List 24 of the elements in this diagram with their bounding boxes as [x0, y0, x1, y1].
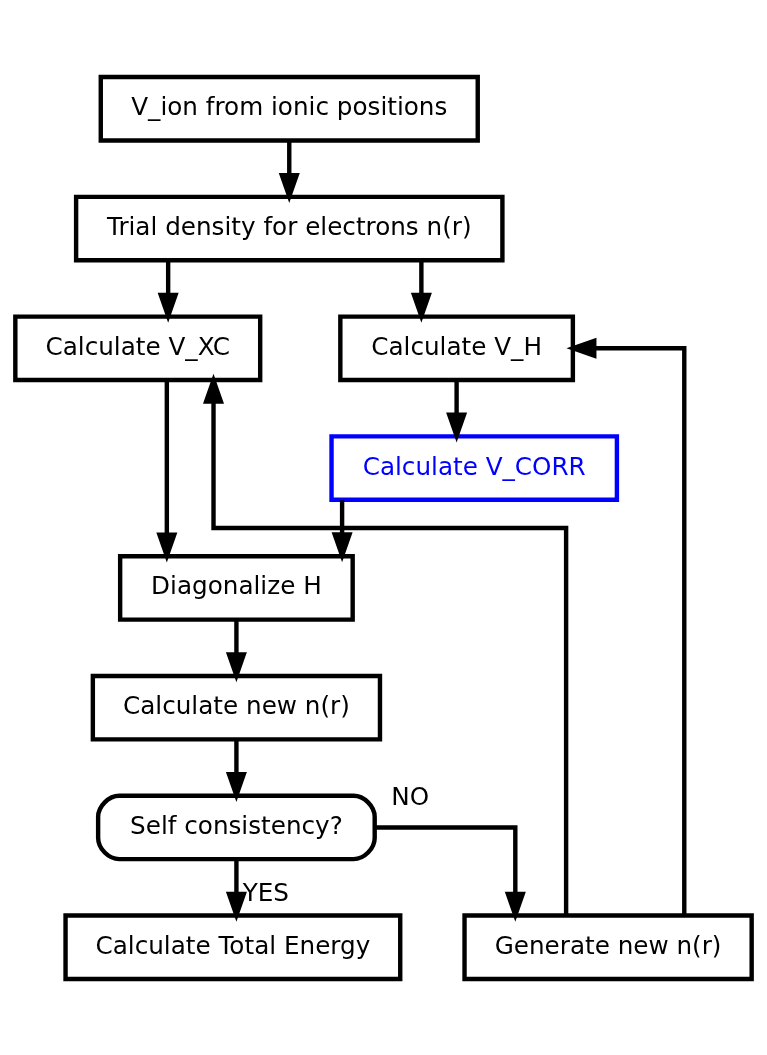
node-box: Self consistency?: [95, 793, 377, 861]
arrow: [203, 373, 569, 915]
node-box: Calculate new n(r): [90, 673, 383, 742]
node-box: Calculate V_CORR: [329, 433, 620, 502]
node-box: Calculate Total Energy: [63, 912, 403, 981]
edge-label: NO: [391, 781, 430, 811]
arrow: [225, 739, 247, 802]
arrow: [157, 260, 179, 323]
node-box: V_ion from ionic positions: [98, 74, 480, 143]
arrow: [410, 260, 432, 323]
arrow: [331, 499, 353, 562]
arrow: [375, 824, 526, 922]
node-box: Calculate V_XC: [13, 313, 263, 382]
node-box: Generate new n(r): [462, 912, 754, 981]
node-box: Trial density for electrons n(r): [73, 194, 505, 262]
arrow: [566, 337, 687, 915]
edge-label: YES: [242, 877, 289, 907]
arrow: [225, 619, 247, 682]
arrow: [156, 379, 178, 563]
arrow: [446, 379, 468, 443]
node-box: Diagonalize H: [117, 553, 355, 622]
node-box: Calculate V_H: [338, 313, 576, 382]
arrow: [225, 859, 247, 922]
arrow: [278, 140, 300, 203]
